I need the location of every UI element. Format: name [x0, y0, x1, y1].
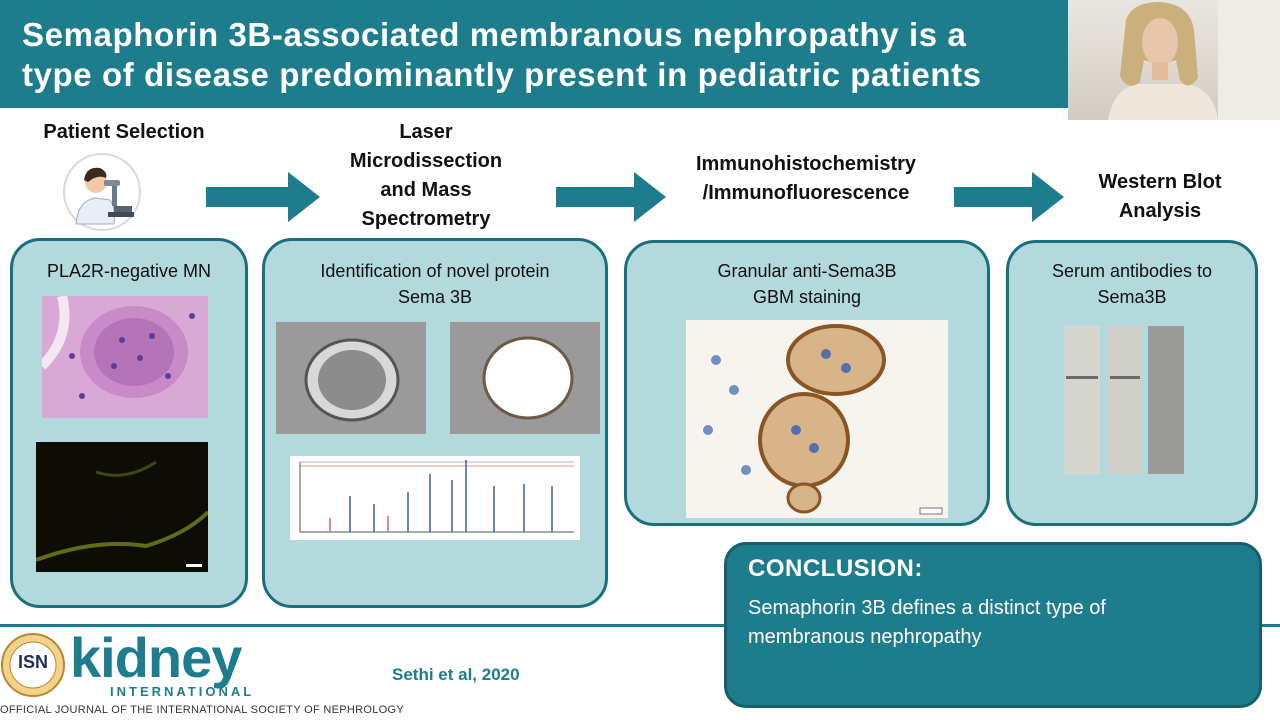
conclusion-text: Semaphorin 3B defines a distinct type of… — [748, 597, 1106, 648]
arrow-right-icon — [206, 172, 320, 222]
ihc-staining-image — [686, 320, 948, 518]
step-heading-line: and Mass — [380, 179, 472, 201]
step-heading-line: Analysis — [1118, 200, 1202, 222]
arrow-right-icon — [556, 172, 666, 222]
western-blot-image — [1064, 326, 1184, 474]
step-heading-line: Western Blot — [1098, 171, 1222, 193]
title-bar — [0, 0, 1068, 108]
panel-label-line: Serum antibodies to — [1051, 261, 1213, 281]
panel-label-line: Sema3B — [1097, 287, 1167, 307]
panel-label: Granular anti-Sema3B GBM staining — [630, 258, 984, 310]
step-heading-line: /Immunofluorescence — [702, 182, 910, 204]
step-heading-line: Immunohistochemistry — [695, 153, 917, 175]
conclusion-title: CONCLUSION: — [748, 555, 923, 582]
step-heading-western-blot: Western Blot Analysis — [1070, 168, 1250, 226]
footer-divider — [0, 624, 1280, 627]
panel-label: Identification of novel protein Sema 3B — [270, 258, 600, 310]
glomerulus-image-before — [276, 322, 426, 434]
isn-seal-text: ISN — [17, 652, 48, 672]
step-heading-line: Spectrometry — [361, 208, 491, 230]
slide-title-line-2: type of disease predominantly present in… — [22, 56, 982, 93]
journal-subtitle: INTERNATIONAL — [110, 684, 255, 699]
step-heading-line: Laser — [399, 121, 453, 143]
arrow-right-icon — [954, 172, 1064, 222]
step-heading-line: Microdissection — [349, 150, 503, 172]
immunofluorescence-image — [36, 442, 208, 572]
slide-title-line-1: Semaphorin 3B-associated membranous neph… — [22, 16, 967, 53]
panel-label-line: GBM staining — [752, 287, 862, 307]
conclusion-box — [724, 542, 1262, 708]
glomerulus-image-after — [450, 322, 600, 434]
panel-label-line: Granular anti-Sema3B — [717, 261, 897, 281]
citation: Sethi et al, 2020 — [392, 665, 520, 684]
step-heading-patient-selection: Patient Selection — [43, 121, 205, 143]
panel-label: Serum antibodies to Sema3B — [1012, 258, 1252, 310]
presenter-video-frame — [1108, 0, 1280, 120]
mass-spectrum-image — [290, 456, 580, 540]
presenter-webcam — [1068, 0, 1280, 120]
step-heading-laser-microdissection: Laser Microdissection and Mass Spectrome… — [318, 118, 534, 234]
panel-label-line: Sema 3B — [397, 287, 473, 307]
panel-label-line: Identification of novel protein — [320, 261, 550, 281]
panel-label: PLA2R-negative MN — [46, 261, 212, 281]
scientist-microscope-icon — [62, 152, 142, 232]
journal-name: kidney — [70, 626, 242, 689]
histology-pas-image — [42, 296, 208, 418]
step-heading-immunohistochemistry: Immunohistochemistry /Immunofluorescence — [668, 150, 944, 208]
isn-seal-logo — [0, 632, 66, 698]
journal-tagline: OFFICIAL JOURNAL OF THE INTERNATIONAL SO… — [0, 704, 404, 716]
